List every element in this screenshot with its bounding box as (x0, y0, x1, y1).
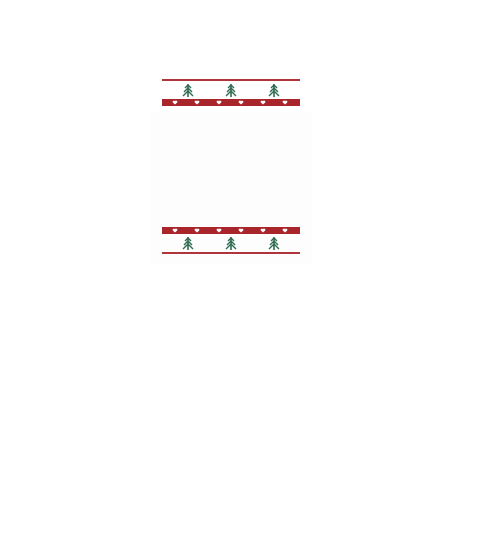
heart-icon (282, 228, 288, 233)
pine-tree-icon (225, 84, 237, 97)
heart-icon (238, 100, 244, 105)
pine-tree-icon (225, 237, 237, 250)
heart-row (172, 228, 288, 233)
pine-tree-icon (268, 84, 280, 97)
top-border-strip (162, 79, 300, 109)
heart-icon (216, 100, 222, 105)
heart-icon (260, 100, 266, 105)
heart-row (172, 100, 288, 105)
heart-icon (260, 228, 266, 233)
pine-tree-icon (268, 237, 280, 250)
top-thin-line (162, 79, 300, 81)
heart-icon (194, 100, 200, 105)
heart-icon (216, 228, 222, 233)
pine-tree-icon (182, 237, 194, 250)
top-border-svg (162, 79, 300, 106)
heart-icon (172, 100, 178, 105)
heart-icon (172, 228, 178, 233)
pine-tree-icon (182, 84, 194, 97)
bottom-red-band (162, 227, 300, 234)
bottom-border-strip (162, 227, 300, 257)
bottom-border-svg (162, 227, 300, 254)
heart-icon (282, 100, 288, 105)
heart-icon (238, 228, 244, 233)
heart-icon (194, 228, 200, 233)
top-red-band (162, 99, 300, 106)
bottom-thin-line (162, 252, 300, 254)
